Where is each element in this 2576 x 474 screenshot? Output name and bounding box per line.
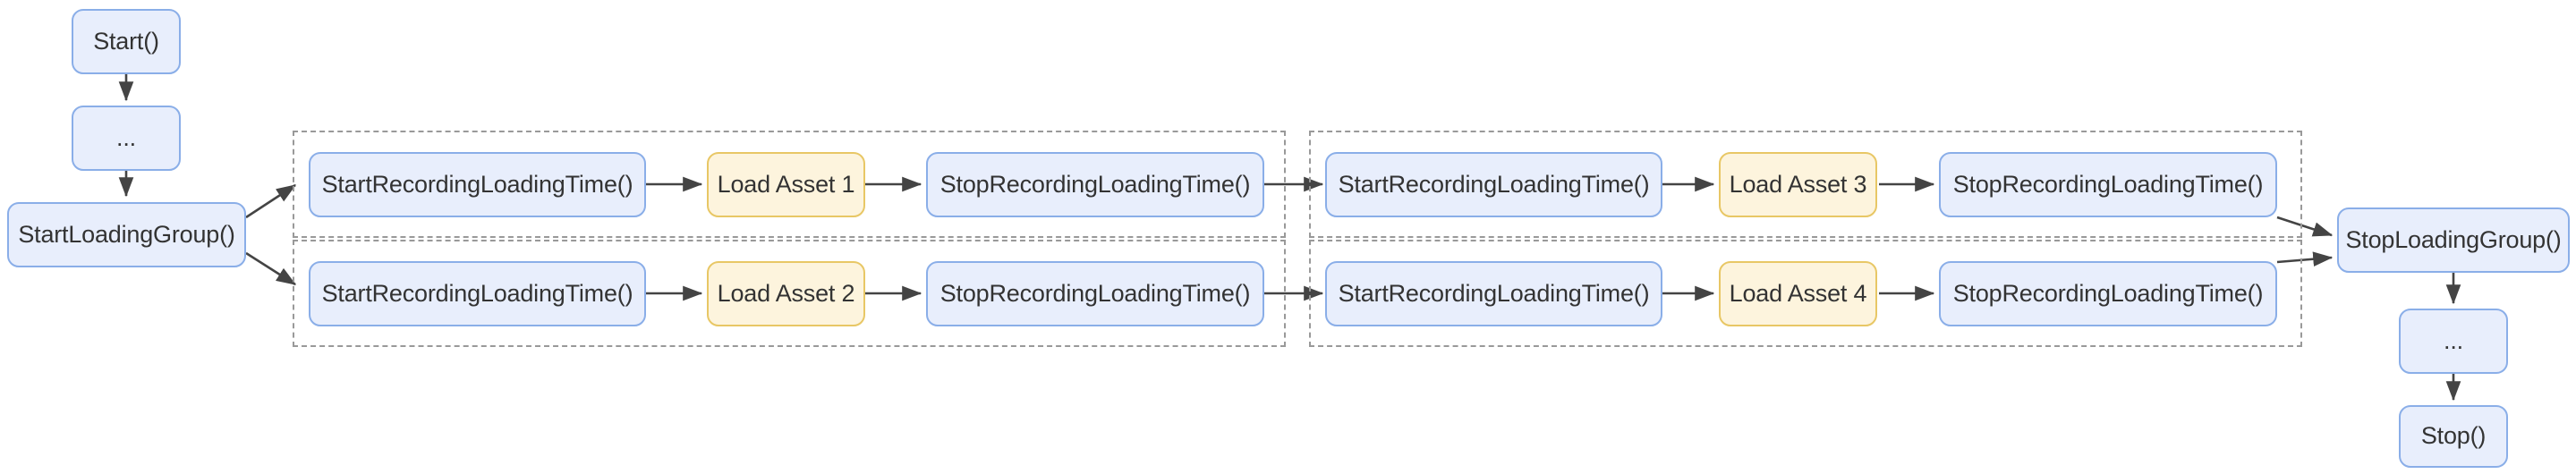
- node-r1-start-recording-label: StartRecordingLoadingTime(): [321, 170, 633, 198]
- node-stop-loading-group-label: StopLoadingGroup(): [2345, 225, 2562, 253]
- node-r1-start-recording[interactable]: StartRecordingLoadingTime(): [309, 152, 646, 217]
- node-r2-stop-recording[interactable]: StopRecordingLoadingTime(): [926, 261, 1264, 326]
- node-r2-load-asset[interactable]: Load Asset 2: [707, 261, 865, 326]
- node-r3-stop-recording-label: StopRecordingLoadingTime(): [1952, 170, 2264, 198]
- group-container-a-top: [293, 131, 1286, 238]
- node-r3-start-recording[interactable]: StartRecordingLoadingTime(): [1325, 152, 1662, 217]
- node-r4-start-recording-label: StartRecordingLoadingTime(): [1338, 279, 1650, 307]
- node-start-loading-group[interactable]: StartLoadingGroup(): [7, 202, 246, 267]
- node-r4-stop-recording[interactable]: StopRecordingLoadingTime(): [1939, 261, 2277, 326]
- node-r2-stop-recording-label: StopRecordingLoadingTime(): [939, 279, 1251, 307]
- node-stop-loading-group[interactable]: StopLoadingGroup(): [2337, 207, 2570, 273]
- group-container-b-bottom: [1309, 240, 2302, 347]
- node-stop-label: Stop(): [2420, 422, 2487, 450]
- node-start-loading-group-label: StartLoadingGroup(): [18, 220, 235, 248]
- group-container-b-top: [1309, 131, 2302, 238]
- node-r2-start-recording[interactable]: StartRecordingLoadingTime(): [309, 261, 646, 326]
- node-r4-start-recording[interactable]: StartRecordingLoadingTime(): [1325, 261, 1662, 326]
- group-container-a-bottom: [293, 240, 1286, 347]
- node-r2-start-recording-label: StartRecordingLoadingTime(): [321, 279, 633, 307]
- node-r1-load-asset[interactable]: Load Asset 1: [707, 152, 865, 217]
- node-ellipsis-top-label: ...: [116, 123, 136, 151]
- node-start[interactable]: Start(): [72, 9, 181, 74]
- node-r1-load-asset-label: Load Asset 1: [717, 170, 855, 198]
- node-r1-stop-recording[interactable]: StopRecordingLoadingTime(): [926, 152, 1264, 217]
- node-r4-load-asset[interactable]: Load Asset 4: [1719, 261, 1877, 326]
- node-ellipsis-bottom[interactable]: ...: [2399, 309, 2508, 374]
- node-r4-load-asset-label: Load Asset 4: [1729, 279, 1867, 307]
- node-r3-load-asset-label: Load Asset 3: [1729, 170, 1867, 198]
- node-ellipsis-bottom-label: ...: [2444, 326, 2463, 354]
- node-r4-stop-recording-label: StopRecordingLoadingTime(): [1952, 279, 2264, 307]
- node-start-label: Start(): [93, 27, 159, 55]
- node-r3-load-asset[interactable]: Load Asset 3: [1719, 152, 1877, 217]
- node-ellipsis-top[interactable]: ...: [72, 106, 181, 171]
- node-r1-stop-recording-label: StopRecordingLoadingTime(): [939, 170, 1251, 198]
- edge-slg-to-row2: [245, 251, 297, 286]
- node-r3-start-recording-label: StartRecordingLoadingTime(): [1338, 170, 1650, 198]
- node-r3-stop-recording[interactable]: StopRecordingLoadingTime(): [1939, 152, 2277, 217]
- edge-slg-to-row1: [245, 183, 297, 219]
- node-r2-load-asset-label: Load Asset 2: [717, 279, 855, 307]
- node-stop[interactable]: Stop(): [2399, 405, 2508, 468]
